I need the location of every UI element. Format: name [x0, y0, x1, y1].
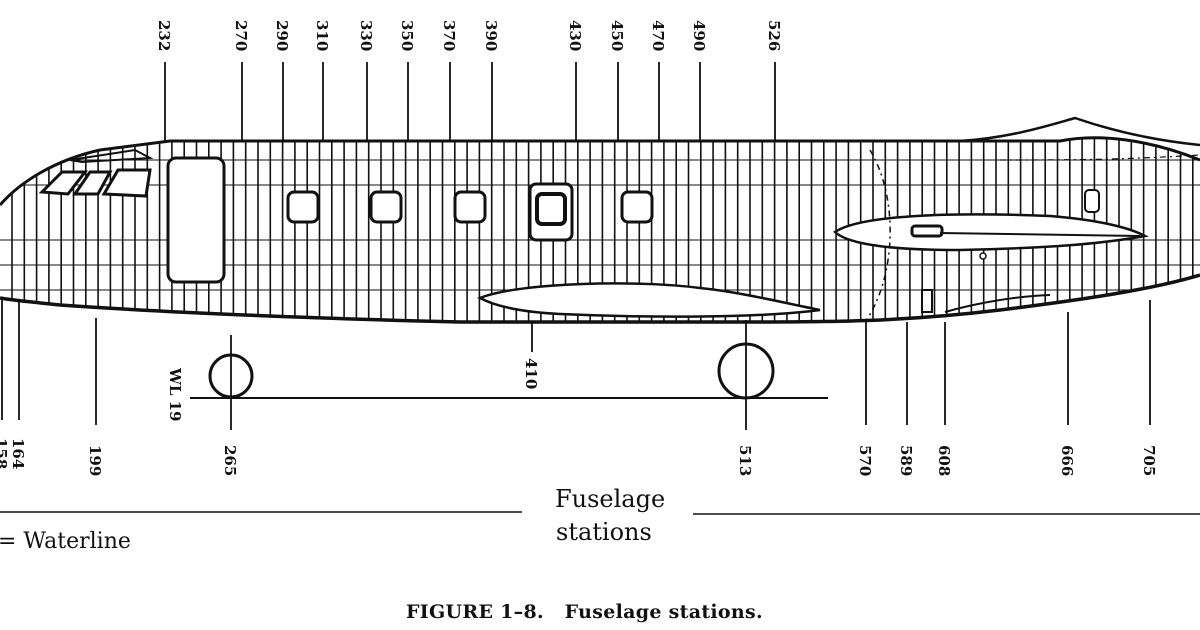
tail-dash-arc: [864, 149, 891, 323]
station-label-265: 265: [221, 445, 239, 476]
cockpit-windows: [38, 148, 154, 198]
tail-dash-line: [999, 154, 1200, 161]
station-label-370: 370: [440, 20, 458, 51]
tail-inspection-panel: [1084, 189, 1100, 213]
station-label-290: 290: [273, 20, 291, 51]
figure-caption: FIGURE 1–8. Fuselage stations.: [406, 601, 763, 623]
station-label-410: 410: [522, 358, 540, 389]
station-label-232: 232: [155, 20, 173, 51]
cargo-door: [166, 156, 226, 284]
station-label-705: 705: [1140, 445, 1158, 476]
station-label-164: 164: [9, 438, 27, 469]
ventral-fin: [944, 294, 1051, 313]
section-label-fuselage: Fuselage: [555, 485, 665, 513]
station-label-526: 526: [765, 20, 783, 51]
cabin-windows: [286, 190, 654, 224]
section-label-stations: stations: [556, 518, 652, 546]
fuselage-outline: [0, 136, 1200, 206]
emergency-exit: [528, 182, 574, 242]
station-label-158: 158: [0, 438, 10, 469]
station-label-450: 450: [608, 20, 626, 51]
stabilizer-line: [939, 232, 1141, 237]
station-label-666: 666: [1058, 445, 1076, 476]
station-label-589: 589: [897, 445, 915, 476]
station-label-570: 570: [856, 445, 874, 476]
waterline-legend: = Waterline: [0, 529, 131, 554]
station-label-430: 430: [566, 20, 584, 51]
landing-gear: [208, 342, 775, 400]
stabilizer-pin: [979, 252, 987, 260]
station-label-310: 310: [313, 20, 331, 51]
wing-fairing: [477, 282, 821, 318]
waterline-19-label: WL 19: [166, 367, 184, 422]
station-label-330: 330: [357, 20, 375, 51]
tail-fin: [959, 116, 1200, 147]
horizontal-stabilizer: [832, 213, 1149, 252]
tail-small-panel: [921, 289, 933, 313]
station-label-513: 513: [736, 445, 754, 476]
fuselage-belly: [0, 273, 1200, 324]
station-label-490: 490: [690, 20, 708, 51]
station-label-270: 270: [232, 20, 250, 51]
station-label-608: 608: [935, 445, 953, 476]
top-stations: 232 270 290 310 330 350 370 390 430 450 470 490 526: [155, 20, 783, 141]
station-label-390: 390: [482, 20, 500, 51]
station-label-350: 350: [398, 20, 416, 51]
stabilizer-hinge: [910, 224, 944, 238]
station-label-199: 199: [86, 445, 104, 476]
station-label-470: 470: [649, 20, 667, 51]
